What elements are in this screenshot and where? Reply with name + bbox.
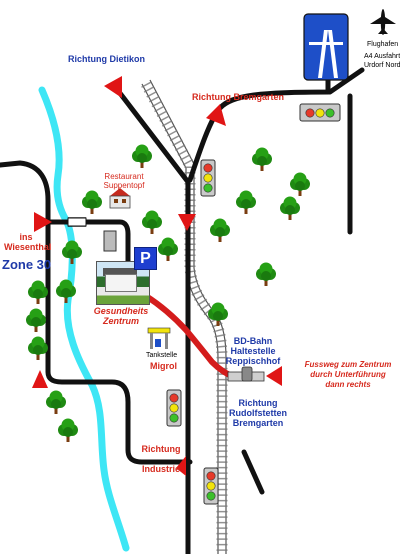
restaurant-building-icon [109, 188, 131, 209]
label-bremgarten: Bremgarten [232, 418, 284, 428]
bus-stop-icon [227, 366, 265, 382]
label-tankstelle: Tankstelle [146, 352, 178, 359]
label-haltestelle: Haltestelle [230, 346, 276, 356]
label-restaurant: Restaurant [104, 172, 144, 181]
river [38, 86, 130, 552]
highway-sign-icon [303, 13, 349, 81]
label-fussweg: Fussweg zum Zentrum [304, 360, 392, 369]
label-rudolfstetten: Rudolfstetten [229, 408, 287, 418]
label-a4-ausfahrt: A4 Ausfahrt [364, 53, 400, 60]
arrow-fussweg [266, 366, 282, 386]
label-dann-rechts: dann rechts [325, 380, 371, 389]
label-ins: ins [19, 232, 33, 242]
label-flughafen: Flughafen [367, 41, 399, 48]
parking-icon: P [134, 247, 157, 270]
building [103, 230, 117, 252]
label-richtung-industrie-1: Richtung [141, 444, 181, 454]
road-network [0, 15, 365, 554]
label-unterfuehrung: durch Unterführung [310, 370, 386, 379]
gas-station-icon [147, 327, 171, 349]
label-richtung-rudolfstetten-1: Richtung [238, 398, 278, 408]
airplane-icon [370, 9, 396, 35]
label-richtung-bremgarten: Richtung Bremgarten [192, 92, 285, 102]
traffic-light-icon [203, 467, 219, 505]
label-gesundheits: Gesundheits [93, 306, 149, 316]
label-urdorf-nord: Urdorf Nord [364, 62, 400, 69]
traffic-light-icon [166, 389, 182, 427]
arrow-down-rail [178, 214, 196, 231]
label-zentrum: Zentrum [103, 316, 139, 326]
arrow-industrie [176, 456, 186, 476]
label-suppentopf: Suppentopf [103, 181, 145, 190]
label-migrol: Migrol [150, 361, 177, 371]
label-wiesenthal: Wiesenthal [4, 242, 52, 252]
label-bd-bahn: BD-Bahn [233, 336, 273, 346]
label-industrie: Industrie [141, 464, 180, 474]
arrow-dietikon [104, 76, 122, 98]
label-zone-30: Zone 30 [2, 257, 52, 272]
arrow-zone30 [32, 370, 48, 388]
traffic-light-icon [200, 159, 216, 197]
traffic-light-icon [299, 103, 341, 122]
footpath [143, 293, 239, 381]
label-richtung-dietikon: Richtung Dietikon [68, 54, 145, 64]
label-reppischhof: Reppischhof [225, 356, 281, 366]
arrow-bremgarten [206, 104, 226, 126]
direction-arrows [32, 76, 282, 476]
arrow-wiesenthal [34, 212, 52, 232]
bridge [67, 217, 87, 227]
